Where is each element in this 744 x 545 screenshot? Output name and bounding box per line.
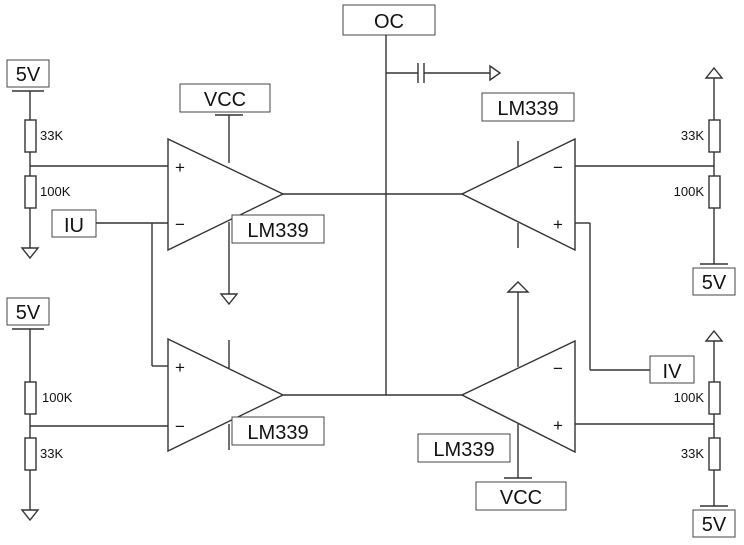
resistor-100k-bottom-left-label: 100K — [42, 390, 73, 405]
resistor-100k-top-left — [24, 175, 37, 209]
u2-label-box — [481, 92, 575, 122]
u1-minus-sign: − — [175, 215, 185, 234]
comparator-u3 — [167, 337, 285, 453]
supply-arrow-icon-u4 — [506, 281, 530, 293]
supply-label-bottom-left: 5V — [16, 302, 41, 324]
supply-label-top-left: 5V — [16, 64, 41, 86]
u2-plus-sign: + — [553, 215, 563, 234]
u3-plus-sign: + — [175, 358, 185, 377]
oc-label-box — [342, 4, 436, 36]
resistor-33k-bottom-left — [24, 437, 37, 471]
resistor-33k-bottom-right-label: 33K — [681, 446, 704, 461]
vcc-label-box-top — [179, 83, 271, 113]
u4-plus-sign: + — [553, 416, 563, 435]
oc-label: OC — [374, 11, 404, 33]
u3-label: LM339 — [247, 422, 308, 444]
ground-icon-u1 — [219, 293, 239, 306]
resistor-33k-top-left-label: 33K — [40, 128, 63, 143]
iu-label-box — [51, 209, 97, 238]
iv-label: IV — [663, 361, 683, 383]
u2-minus-sign: − — [553, 158, 563, 177]
supply-label-box-bottom-right — [692, 509, 736, 538]
comparator-u1 — [167, 137, 285, 252]
u1-plus-sign: + — [175, 158, 185, 177]
ground-icon-bottom-left — [20, 509, 40, 522]
ground-icon-top-left — [20, 247, 40, 260]
supply-label-top-right: 5V — [702, 272, 727, 294]
u4-label-box — [417, 433, 511, 463]
u4-minus-sign: − — [553, 359, 563, 378]
supply-label-box-bottom-left — [6, 297, 50, 326]
u1-label-box — [231, 214, 325, 244]
resistor-100k-bottom-right-label: 100K — [674, 390, 705, 405]
vcc-label-box-bottom — [475, 481, 567, 511]
resistor-100k-bottom-left — [24, 381, 37, 415]
output-arrow-icon — [489, 64, 502, 82]
resistor-100k-top-right-label: 100K — [674, 184, 705, 199]
resistor-33k-top-left — [24, 119, 37, 153]
supply-label-bottom-right: 5V — [702, 514, 727, 536]
comparator-u4 — [460, 339, 576, 454]
resistor-33k-bottom-left-label: 33K — [40, 446, 63, 461]
u4-label: LM339 — [433, 439, 494, 461]
resistor-100k-bottom-right — [708, 381, 721, 415]
u3-label-box — [231, 416, 325, 446]
vcc-label-top: VCC — [204, 89, 246, 111]
resistor-100k-top-left-label: 100K — [40, 184, 71, 199]
resistor-33k-top-right-label: 33K — [681, 128, 704, 143]
u3-minus-sign: − — [175, 417, 185, 436]
supply-label-box-top-right — [692, 267, 736, 296]
supply-arrow-icon-top-right — [704, 66, 724, 79]
iv-label-box — [649, 355, 695, 384]
u1-label: LM339 — [247, 220, 308, 242]
resistor-33k-top-right — [708, 119, 721, 153]
supply-arrow-icon-bottom-right — [704, 329, 724, 342]
resistor-100k-top-right — [708, 175, 721, 209]
resistor-33k-bottom-right — [708, 437, 721, 471]
u2-label: LM339 — [497, 98, 558, 120]
vcc-label-bottom: VCC — [500, 487, 542, 509]
supply-label-box-top-left — [6, 59, 50, 88]
comparator-u2 — [460, 137, 576, 252]
iu-label: IU — [64, 215, 84, 237]
